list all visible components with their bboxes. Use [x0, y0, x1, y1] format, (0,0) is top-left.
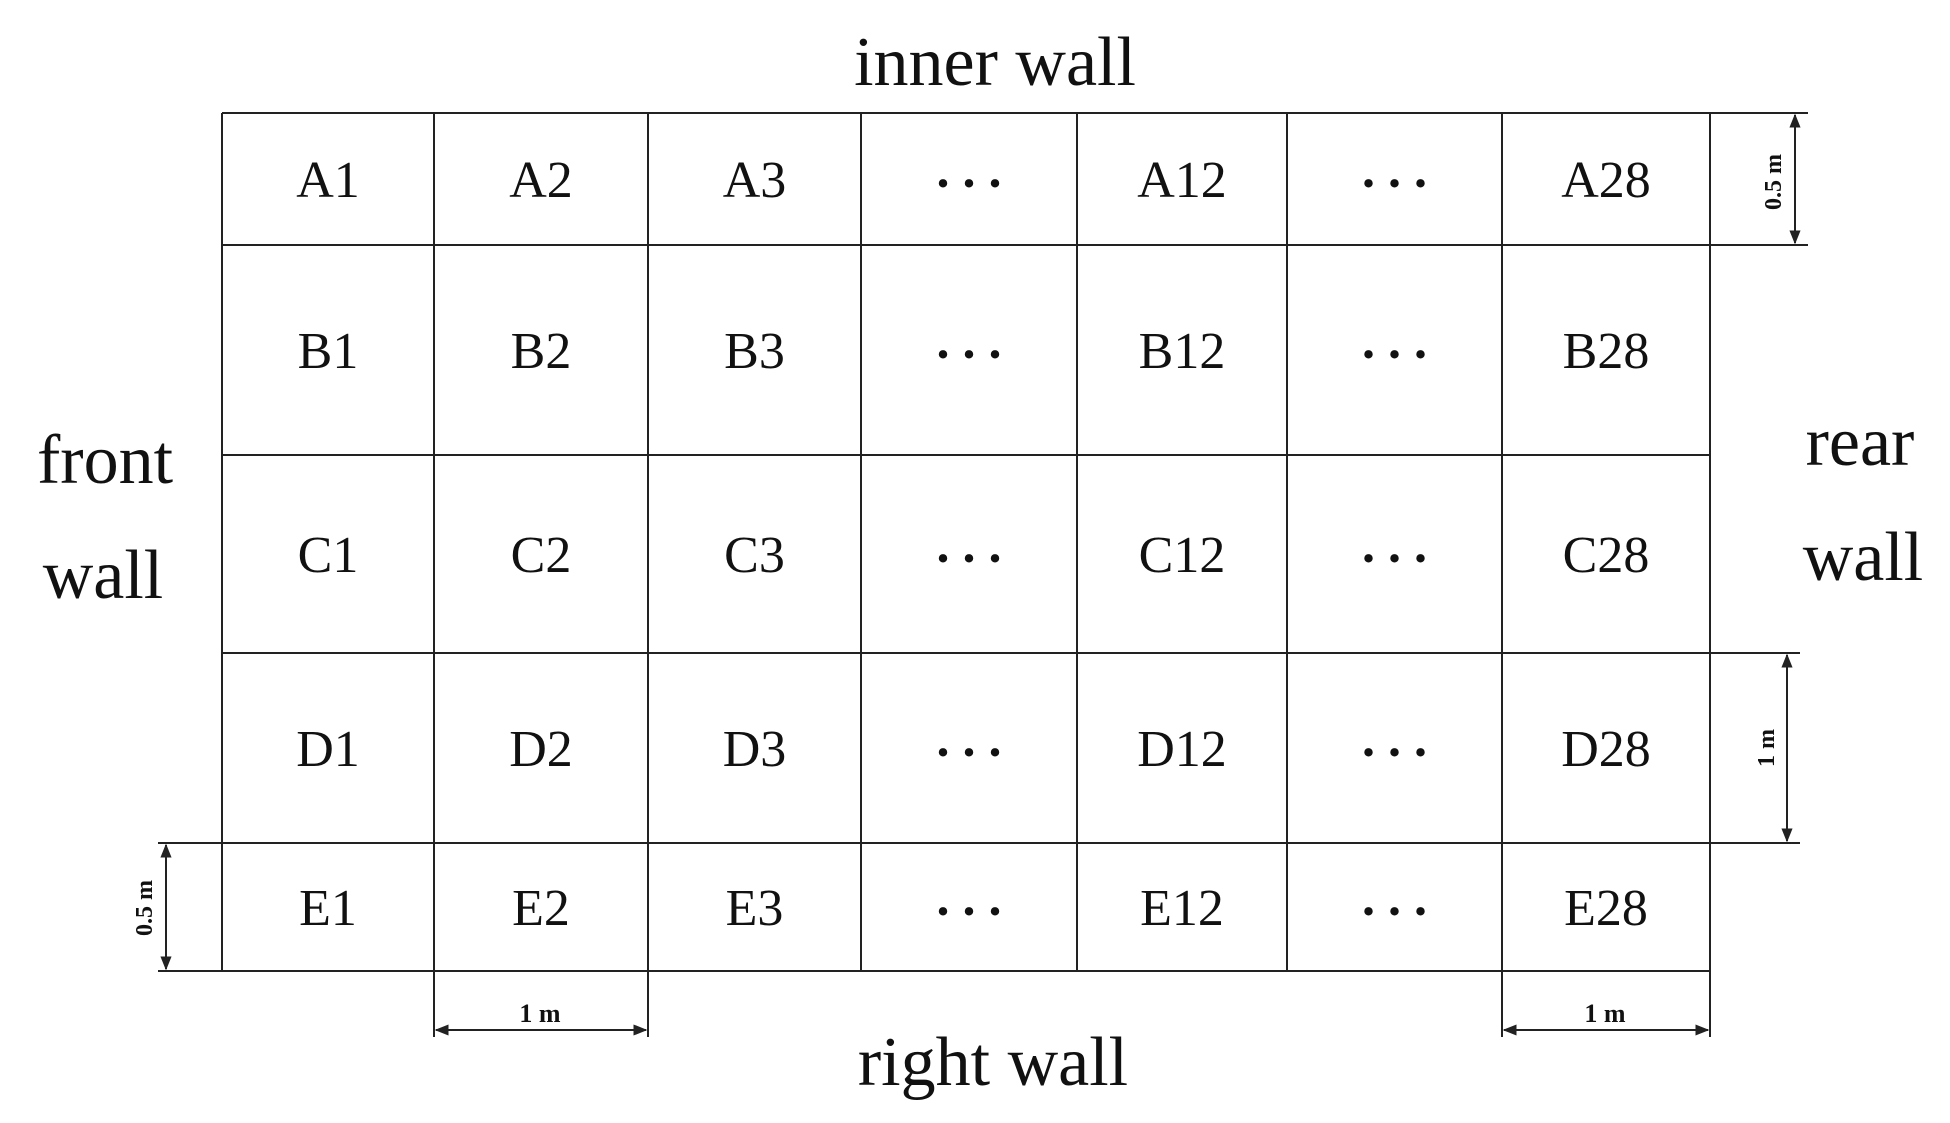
cell-ellipsis: . . . [937, 313, 1002, 370]
inner-wall-label: inner wall [854, 24, 1136, 101]
cell-ellipsis: . . . [1362, 142, 1427, 199]
grid-cell-label: D12 [1137, 721, 1227, 778]
grid-lines [221, 112, 1711, 972]
grid-cell-label: B12 [1139, 323, 1226, 380]
cell-ellipsis: . . . [1362, 711, 1427, 768]
grid-cell-label: B3 [724, 323, 785, 380]
right-wall-label: right wall [858, 1024, 1128, 1101]
cell-ellipsis: . . . [1362, 870, 1427, 927]
cell-ellipsis: . . . [1362, 517, 1427, 574]
grid-cell-label: C1 [298, 527, 359, 584]
dim-top-right-label: 0.5 m [1761, 154, 1787, 210]
rear-wall-label-line2: wall [1803, 519, 1924, 596]
grid-cell-label: C3 [724, 527, 785, 584]
grid-cell-label: D2 [509, 721, 573, 778]
grid-cell-label: C28 [1563, 527, 1650, 584]
front-wall-label-line1: front [37, 422, 174, 499]
rear-wall-label-line1: rear [1806, 404, 1915, 481]
dimensions [158, 112, 1808, 1037]
grid-cell-label: E2 [512, 880, 570, 937]
cell-ellipsis: . . . [937, 711, 1002, 768]
cell-ellipsis: . . . [937, 870, 1002, 927]
grid-cell-label: C2 [511, 527, 572, 584]
grid-cell-label: A28 [1561, 152, 1651, 209]
cell-ellipsis: . . . [937, 142, 1002, 199]
grid-cell-label: E28 [1564, 880, 1648, 937]
grid-cell-label: A3 [723, 152, 787, 209]
cell-ellipsis: . . . [937, 517, 1002, 574]
grid-cell-label: A2 [509, 152, 573, 209]
grid-cell-label: E12 [1140, 880, 1224, 937]
grid-cell-label: A1 [296, 152, 360, 209]
grid-cell-label: C12 [1139, 527, 1226, 584]
grid-cell-label: D1 [296, 721, 360, 778]
grid-cell-label: E1 [299, 880, 357, 937]
grid-cell-label: B2 [511, 323, 572, 380]
front-wall-label-line2: wall [43, 537, 164, 614]
cell-ellipsis: . . . [1362, 313, 1427, 370]
grid-cell-label: B1 [298, 323, 359, 380]
grid-cell-label: A12 [1137, 152, 1227, 209]
grid-cell-label: D28 [1561, 721, 1651, 778]
dim-bottom-right-label: 1 m [1584, 999, 1626, 1028]
grid-cell-label: E3 [726, 880, 784, 937]
dim-left-bottom-label: 0.5 m [132, 880, 158, 936]
dim-right-lower-label: 1 m [1754, 729, 1780, 767]
grid-cell-label: B28 [1563, 323, 1650, 380]
dim-bottom-left-label: 1 m [519, 999, 561, 1028]
grid-cell-label: D3 [723, 721, 787, 778]
